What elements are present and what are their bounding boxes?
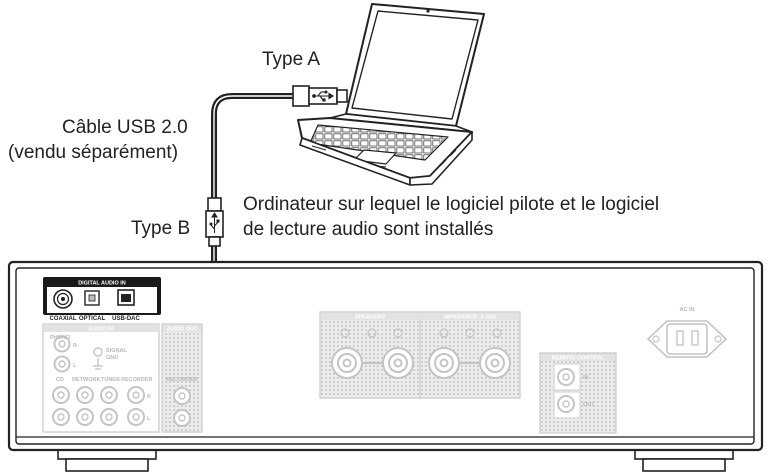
phono-r-label: R (73, 343, 77, 349)
audio-out-label: AUDIO OUT (167, 327, 199, 333)
speakers-label: SPEAKERS (355, 315, 386, 321)
digital-audio-in-label: DIGITAL AUDIO IN (78, 281, 126, 287)
right-foot (634, 448, 734, 472)
audio-in-section (42, 323, 160, 433)
usb-symbol-icon (209, 212, 220, 233)
phono-l-label: L (73, 363, 77, 369)
impedance-label: IMPEDANCE: 4-16Ω (444, 315, 496, 321)
laptop-icon (297, 3, 485, 186)
rc-out-label: OUT (583, 402, 595, 408)
ac-inlet-section: AC IN (646, 307, 728, 358)
cable-label-line1: Câble USB 2.0 (62, 117, 188, 138)
phono-label: PHONO (50, 335, 71, 341)
computer-label-line2: de lecture audio sont installés (243, 219, 494, 240)
audio-out-section: AUDIO OUT RECORDER (161, 323, 203, 433)
type-b-label: Type B (131, 218, 191, 239)
network-label: NETWORK (72, 377, 100, 383)
in-r-label: R (147, 394, 151, 400)
usb-dac-label: USB-DAC (112, 316, 140, 322)
optical-label: OPTICAL (79, 316, 106, 322)
recorder-out-label: RECORDER (166, 377, 198, 383)
gnd-label: GND (106, 355, 118, 361)
usb-symbol-icon (312, 90, 335, 102)
recorder-label: RECORDER (121, 377, 153, 383)
digital-audio-in-section: DIGITAL AUDIO IN (43, 277, 161, 315)
cable-label-line2: (vendu séparément) (8, 142, 179, 163)
signal-label: SIGNAL (106, 348, 127, 354)
audio-in-label: AUDIO IN (89, 327, 114, 333)
remote-control-section: REMOTE CONTROL IN OUT (539, 352, 617, 434)
computer-label-line1: Ordinateur sur lequel le logiciel pilote… (243, 194, 660, 215)
cd-label: CD (56, 377, 64, 383)
remote-control-label: REMOTE CONTROL (552, 356, 605, 362)
ac-in-label: AC IN (680, 307, 695, 313)
amplifier-rear-panel: DIGITAL AUDIO IN COAXIAL OPTICAL USB-DAC (7, 260, 764, 472)
tuner-label: TUNER (101, 377, 120, 383)
left-foot (57, 448, 157, 472)
rc-in-label: IN (583, 375, 589, 381)
speakers-section: SPEAKERS IMPEDANCE: 4-16Ω (319, 311, 521, 399)
type-a-label: Type A (262, 49, 321, 70)
usb-type-a-connector (292, 85, 348, 107)
coaxial-label: COAXIAL (50, 316, 77, 322)
usb-type-b-connector (205, 197, 224, 247)
in-l-label: L (147, 416, 151, 422)
